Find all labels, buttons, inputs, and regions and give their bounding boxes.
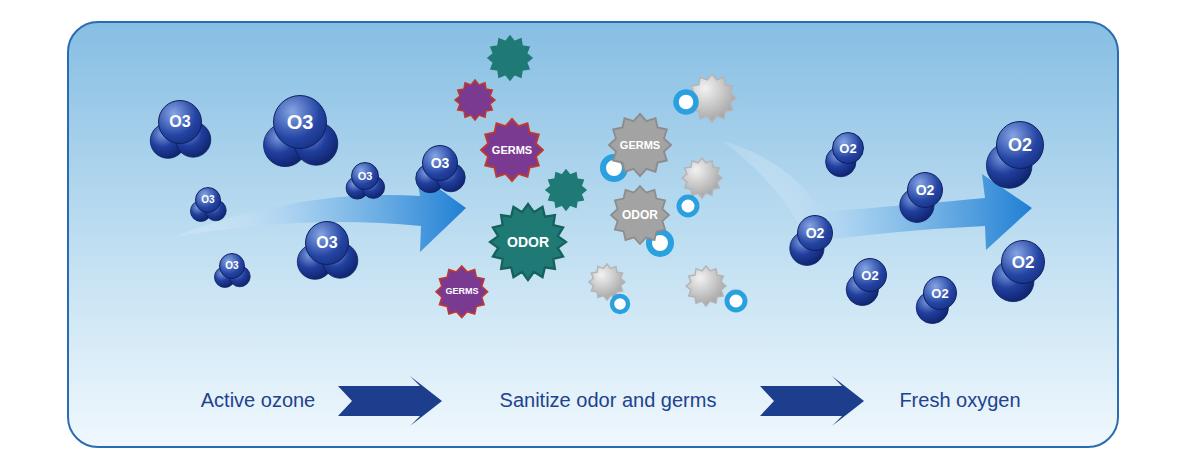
oxygen-molecule: O2 (832, 132, 864, 164)
molecule-label: O3 (169, 114, 190, 130)
flow-arrow (720, 140, 1032, 250)
germ-particle (682, 158, 722, 198)
oxygen-molecule: O2 (853, 258, 887, 292)
step-chevron (338, 376, 442, 426)
step-chevron (760, 376, 864, 426)
molecule-label: ODOR (622, 209, 658, 221)
germ-particle: ODOR (611, 186, 669, 244)
molecule-label: O2 (861, 269, 878, 282)
molecule-label: O2 (806, 226, 825, 240)
odor-particle: ODOR (490, 204, 566, 280)
germ-particle: GERMS (436, 266, 488, 318)
germ-particle (686, 266, 726, 306)
ozone-dot (676, 92, 696, 112)
spiky-outline (436, 266, 488, 318)
step-label: Active ozone (201, 389, 316, 412)
oxygen-molecule: O2 (996, 121, 1044, 169)
spiky-outline (481, 119, 543, 181)
oxygen-molecule: O2 (923, 276, 957, 310)
step-label: Fresh oxygen (899, 389, 1020, 412)
oxygen-molecule: O2 (1001, 240, 1045, 284)
particles (150, 36, 1034, 324)
molecule-label: GERMS (492, 145, 532, 156)
molecule-label: GERMS (445, 287, 478, 296)
molecule-label: O2 (839, 142, 856, 155)
molecule-label: O3 (316, 235, 337, 251)
panel (68, 22, 1118, 447)
molecule-label: GERMS (620, 140, 660, 151)
ozone-molecule: O3 (422, 145, 458, 181)
ozone-molecule: O3 (305, 221, 349, 265)
germ-particle (488, 36, 532, 80)
ozone-dot (679, 197, 697, 215)
ozone-molecule: O3 (195, 187, 221, 213)
molecule-label: O3 (201, 195, 214, 205)
molecule-label: O2 (1008, 136, 1032, 154)
molecule-label: O3 (431, 156, 450, 170)
germ-particle: GERMS (609, 114, 671, 176)
spiky-outline (490, 204, 566, 280)
molecule-label: O2 (1012, 254, 1035, 271)
spiky-outline (609, 114, 671, 176)
molecule-label: O3 (225, 261, 238, 271)
oxygen-molecule: O2 (797, 215, 833, 251)
germ-particle (546, 170, 586, 210)
molecule-label: O3 (358, 171, 373, 182)
step-label: Sanitize odor and germs (500, 389, 717, 412)
germ-particle (455, 80, 495, 120)
molecule-label: O2 (931, 287, 948, 300)
molecule-label: O3 (287, 112, 314, 132)
ozone-molecule: O3 (273, 95, 327, 149)
ozone-dot (612, 296, 628, 312)
molecule-label: ODOR (507, 235, 549, 249)
oxygen-molecule: O2 (907, 172, 943, 208)
ozone-dot (727, 292, 745, 310)
germ-particle: GERMS (481, 119, 543, 181)
spiky-outline (611, 186, 669, 244)
ozone-molecule: O3 (158, 100, 202, 144)
molecule-label: O2 (916, 183, 935, 197)
ozone-molecule: O3 (351, 162, 379, 190)
ozone-molecule: O3 (219, 253, 245, 279)
